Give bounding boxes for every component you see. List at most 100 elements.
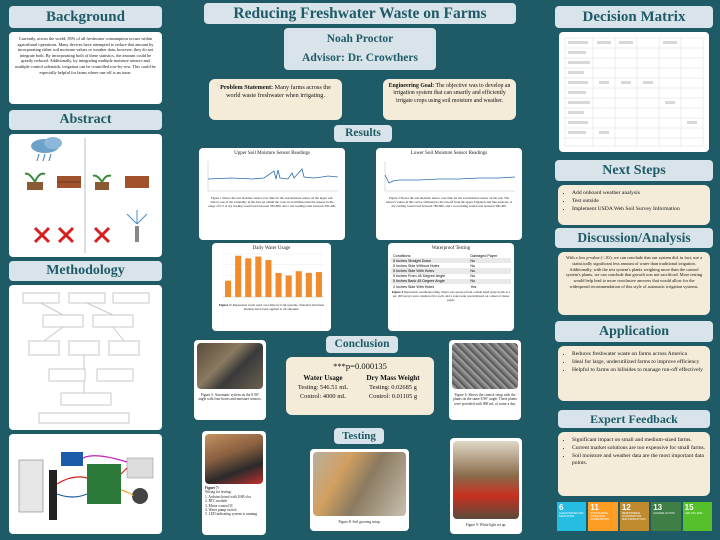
sdg-number: 13 <box>653 503 663 512</box>
waterproof-header-conditions: Conditions <box>393 253 411 258</box>
table-row: 5 Inches Back 45 Degree Angle No <box>391 278 511 284</box>
discussion-panel: With a low p-value (<.01), we can conclu… <box>558 252 710 315</box>
sdg-label: CLEAN WATER AND SANITATION <box>559 512 584 518</box>
list-item: Implement USDA Web Soil Survey Informati… <box>572 206 708 213</box>
waterproof-caption: Figure 4 Represents weatherproofing. Wat… <box>391 290 511 303</box>
sdg-number: 15 <box>684 503 694 512</box>
upper-sensor-figure: Upper Soil Moisture Sensor Readings Figu… <box>199 148 345 240</box>
abstract-graphic <box>9 134 162 257</box>
poster-title: Reducing Freshwater Waste on Farms <box>204 3 516 24</box>
bar-10 <box>315 272 322 297</box>
automatic-system-photo <box>197 343 263 389</box>
dry-mass-block: Dry Mass Weight Testing: 0.02685 g Contr… <box>356 374 430 401</box>
daily-chart-caption: Figure 3: Represents water used over tim… <box>215 303 328 311</box>
daily-water-chart <box>223 253 324 298</box>
dry-mass-testing: Testing: 0.02685 g <box>369 384 417 391</box>
sdg-number: 11 <box>590 503 599 512</box>
author-box: Noah Proctor Advisor: Dr. Crowthers <box>284 28 436 70</box>
list-item: Significant impact on small and medium-s… <box>572 437 708 444</box>
daily-chart-title: Daily Water Usage <box>252 246 291 251</box>
engineering-goal-label: Engineering Goal: <box>388 83 435 89</box>
figure7-item: Wiring for testing: <box>205 490 232 495</box>
expert-feedback-panel: Significant impact on small and medium-s… <box>558 432 710 496</box>
bar-2 <box>235 255 242 297</box>
decision-matrix-table <box>559 32 709 152</box>
figure8: Figure 8: Soil growing setup. <box>310 449 409 531</box>
bar-4 <box>255 256 262 297</box>
next-steps-list: Add onboard weather analysisTest outside… <box>560 190 708 213</box>
figure7-item: 3. Motor control IC <box>205 503 234 508</box>
damaged-cell: No <box>470 258 476 263</box>
bar-1 <box>225 280 232 297</box>
testing-header: Testing <box>334 428 384 444</box>
sdg-number: 12 <box>621 503 631 512</box>
list-item: Add onboard weather analysis <box>572 190 708 197</box>
soil-block-right-icon <box>125 176 149 188</box>
figure7: Figure 7: Wiring for testing:1. Arduino … <box>202 431 266 535</box>
bar-3 <box>245 258 252 297</box>
engineering-goal-text: The objective was to develop an irrigati… <box>393 83 511 104</box>
application-list: Reduces freshwater waste on farms across… <box>560 351 708 374</box>
discussion-header: Discussion/Analysis <box>555 228 713 248</box>
figure7-item: 4. Water pump switch <box>205 508 237 513</box>
upper-chart-title: Upper Soil Moisture Sensor Readings <box>234 151 310 156</box>
daily-water-figure: Daily Water Usage Figure 3: Represents w… <box>212 243 331 331</box>
problem-statement: Problem Statement: Many farms across the… <box>209 79 342 120</box>
condition-cell: 5 Inches From 45 Degree Angle <box>393 274 446 279</box>
damaged-cell: No <box>470 263 476 268</box>
table-row: 5 Inches Side Without Holes No <box>391 263 511 269</box>
figure5: Figure 5: Automatic system on the 8.96° … <box>194 340 266 420</box>
white-light-photo <box>453 441 519 519</box>
figure7-caption: Figure 7: Wiring for testing:1. Arduino … <box>205 486 263 517</box>
background-header: Background <box>9 6 162 28</box>
conclusion-panel: ***p=0.000135 Water Usage Testing: 546.5… <box>286 357 434 415</box>
waterproof-figure: Waterproof Testing Conditions Damaged Pa… <box>388 243 514 331</box>
sprinkler-icon <box>126 210 148 242</box>
p-value: ***p=0.000135 <box>333 361 387 371</box>
figure7-item: 1. Arduino board with USB slot <box>205 494 251 499</box>
advisor-name: Advisor: Dr. Crowthers <box>302 52 418 64</box>
list-item: Helpful to farms on hillsides to manage … <box>572 367 708 374</box>
damaged-cell: Yes <box>470 284 477 289</box>
list-item: Test outside <box>572 198 708 205</box>
abstract-header: Abstract <box>9 110 162 130</box>
condition-cell: 5 Inches Side Without Holes <box>393 263 440 268</box>
methodology-flowchart <box>9 285 162 430</box>
condition-cell: 5 Inches Back 45 Degree Angle <box>393 279 445 284</box>
waterproof-table: Conditions Damaged Paper 5 Inches Straig… <box>391 253 511 290</box>
expert-feedback-header: Expert Feedback <box>558 410 710 428</box>
list-item: Reduces freshwater waste on farms across… <box>572 351 708 358</box>
water-usage-label: Water Usage <box>303 374 343 382</box>
bar-8 <box>295 271 302 297</box>
background-panel: Currently, across the world, 85% of all … <box>9 32 162 104</box>
problem-statement-text: Many farms across the world waste freshw… <box>226 84 331 99</box>
waterproof-caption-label: Figure 4 <box>391 290 404 295</box>
plant-sprout-icon <box>24 172 46 190</box>
soil-growing-photo <box>313 452 406 516</box>
author-name: Noah Proctor <box>326 33 394 45</box>
bar-7 <box>285 275 292 297</box>
daily-caption-label: Figure 3: <box>218 303 232 307</box>
lower-sensor-figure: Lower Soil Moisture Sensor Readings Figu… <box>376 148 522 240</box>
lower-sensor-chart <box>384 161 516 192</box>
daily-caption-text: Represents water used over time by both … <box>232 303 325 311</box>
damaged-cell: No <box>470 279 476 284</box>
figure9-caption: Figure 9: White light set up. <box>465 523 507 527</box>
wiring-photo <box>205 434 263 484</box>
figure7-label: Figure 7: <box>205 486 220 490</box>
background-text: Currently, across the world, 85% of all … <box>15 36 156 75</box>
water-usage-testing: Testing: 546.51 mL <box>297 384 349 391</box>
bar-9 <box>305 272 312 297</box>
list-item: Ideal for large, underutilized farms to … <box>572 359 708 366</box>
sdg-label: SUSTAINABLE CITIES AND COMMUNITIES <box>590 512 609 521</box>
condition-cell: 5 Inches Side With Holes <box>393 268 435 273</box>
next-steps-panel: Add onboard weather analysisTest outside… <box>558 185 710 225</box>
cross-icon <box>33 226 111 244</box>
figure7-item: 2. RTC module <box>205 499 228 504</box>
results-header: Results <box>334 125 392 142</box>
